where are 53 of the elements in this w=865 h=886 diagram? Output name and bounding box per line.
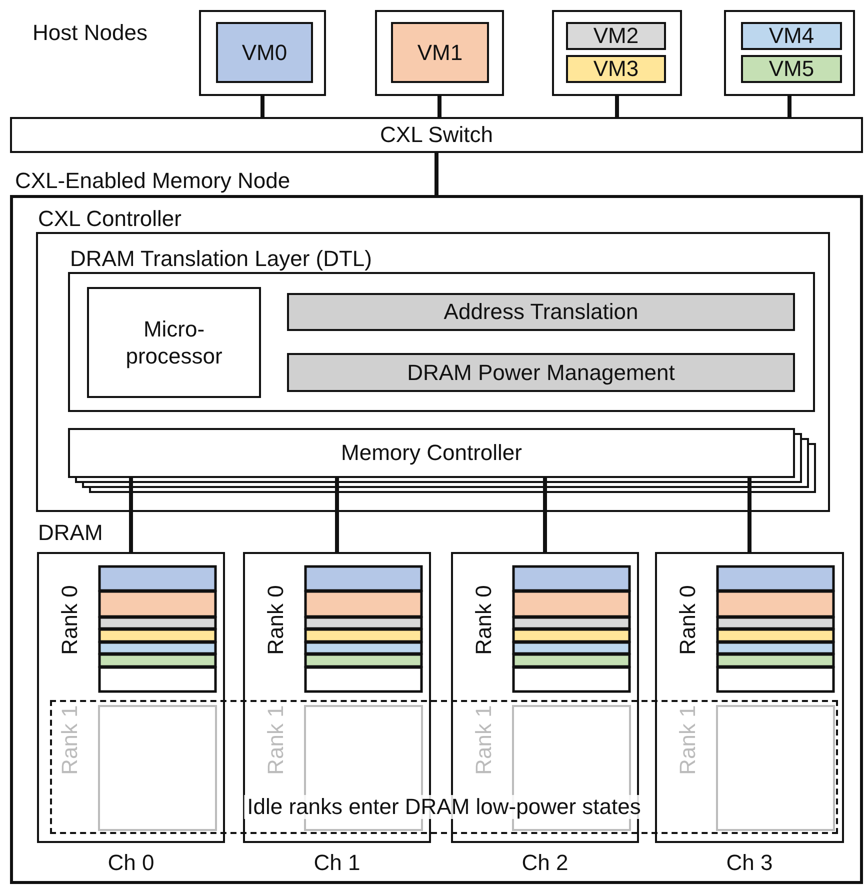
node-label: Micro-processor: [124, 315, 224, 370]
heading: CXL Controller: [38, 207, 182, 232]
node-label: VM0: [240, 40, 288, 65]
channel-label: Ch 3: [725, 851, 774, 876]
heading: DRAM Translation Layer (DTL): [70, 247, 372, 272]
connector: [438, 96, 442, 117]
rank-label: Rank 1: [58, 705, 82, 775]
rank-label: Rank 0: [472, 585, 496, 655]
node-label: VM3: [592, 56, 640, 82]
connector: [335, 478, 339, 552]
rank-label: Rank 0: [264, 585, 288, 655]
rank-label: Rank 1: [472, 705, 496, 775]
node-label: CXL Switch: [379, 122, 494, 148]
rank-label: Rank 0: [58, 585, 82, 655]
process-box: [10, 117, 863, 153]
process-box: [566, 55, 666, 83]
node-label: VM1: [416, 40, 464, 65]
text-label: DRAM: [38, 520, 104, 546]
process-box: [391, 22, 489, 83]
node-label: DRAM Power Management: [406, 360, 676, 385]
rank-label: Rank 1: [264, 705, 288, 775]
host-node-box: [199, 10, 326, 96]
node-label: VM5: [768, 56, 816, 82]
process-box: [566, 22, 666, 50]
heading: CXL-Enabled Memory Node: [15, 169, 290, 194]
process-box: [87, 287, 261, 398]
channel-label: Ch 2: [520, 851, 570, 876]
host-node-box: [724, 10, 855, 96]
channel-label: Ch 1: [312, 851, 362, 876]
memory-controller-box: [68, 428, 795, 478]
text-label: Host Nodes: [32, 20, 148, 46]
node-label: VM4: [768, 24, 816, 48]
connector: [788, 96, 792, 117]
channel-label: Ch 0: [106, 851, 156, 876]
function-block: [287, 293, 795, 331]
process-box: [216, 22, 313, 83]
connector: [129, 478, 133, 552]
connector: [615, 96, 619, 117]
connector: [434, 153, 438, 195]
connector: [748, 478, 752, 552]
host-node-box: [552, 10, 682, 96]
connector: [260, 96, 264, 117]
idle-region: [50, 700, 838, 834]
process-box: [741, 22, 842, 50]
process-box: [741, 55, 842, 83]
rank-label: Rank 1: [676, 705, 700, 775]
connector: [543, 478, 547, 552]
node-label: Address Translation: [442, 300, 640, 324]
rank-label: Rank 0: [676, 585, 700, 655]
host-node-box: [375, 10, 504, 96]
node-label: VM2: [592, 24, 640, 48]
node-label: Memory Controller: [340, 440, 523, 466]
function-block: [287, 353, 795, 392]
